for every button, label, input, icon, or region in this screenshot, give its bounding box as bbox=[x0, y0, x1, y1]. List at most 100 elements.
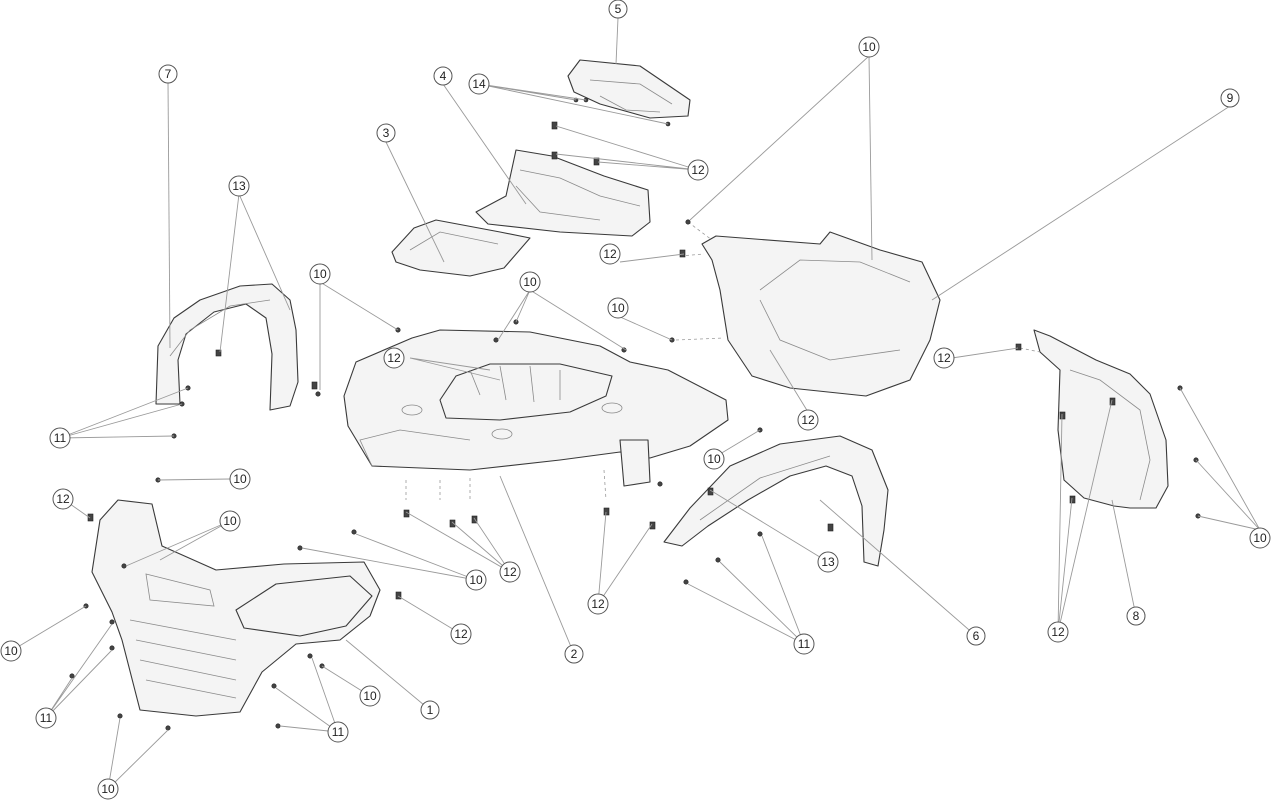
callout-circle bbox=[966, 626, 986, 646]
callout-number: 12 bbox=[591, 597, 605, 611]
part-5-top-cover bbox=[567, 59, 691, 119]
callout-14: 14 bbox=[468, 73, 490, 95]
callout-10: 10 bbox=[858, 36, 880, 58]
callout-number: 3 bbox=[383, 126, 390, 140]
callout-10: 10 bbox=[703, 448, 725, 470]
callout-number: 7 bbox=[165, 67, 172, 81]
callout-circle bbox=[383, 347, 405, 369]
callout-number: 12 bbox=[56, 492, 70, 506]
callout-10: 10 bbox=[309, 263, 331, 285]
callout-10: 10 bbox=[359, 685, 381, 707]
callout-number: 12 bbox=[801, 413, 815, 427]
callout-circle bbox=[468, 73, 490, 95]
callout-circle bbox=[858, 36, 880, 58]
callout-number: 10 bbox=[611, 301, 625, 315]
part-9-right-panel bbox=[701, 231, 941, 397]
callout-circle bbox=[1047, 621, 1069, 643]
callout-circle bbox=[359, 685, 381, 707]
callout-10: 10 bbox=[0, 640, 22, 662]
callout-circle bbox=[158, 64, 178, 84]
part-4-center-console bbox=[475, 149, 651, 237]
callout-12: 12 bbox=[1047, 621, 1069, 643]
callout-number: 8 bbox=[1133, 609, 1140, 623]
part-8-right-fender-liner bbox=[1033, 329, 1169, 509]
callout-circle bbox=[1126, 606, 1146, 626]
callout-number: 5 bbox=[615, 2, 622, 16]
callout-circle bbox=[564, 644, 584, 664]
leader-lines bbox=[10, 17, 1261, 790]
callout-circle bbox=[1249, 527, 1271, 549]
callout-circle bbox=[797, 409, 819, 431]
callout-number: 11 bbox=[40, 711, 53, 725]
part-3-panel bbox=[391, 219, 531, 277]
part-7-left-fender-liner bbox=[155, 283, 299, 411]
callout-circle bbox=[420, 700, 440, 720]
callout-8: 8 bbox=[1126, 606, 1146, 626]
callout-number: 12 bbox=[1051, 625, 1065, 639]
callout-number: 10 bbox=[101, 782, 115, 796]
callout-12: 12 bbox=[52, 488, 74, 510]
callout-12: 12 bbox=[383, 347, 405, 369]
callout-circle bbox=[376, 123, 396, 143]
callout-12: 12 bbox=[933, 347, 955, 369]
callout-circle bbox=[499, 561, 521, 583]
callout-number: 12 bbox=[691, 163, 705, 177]
callout-circle bbox=[465, 569, 487, 591]
callout-number: 12 bbox=[454, 627, 468, 641]
callout-4: 4 bbox=[433, 66, 453, 86]
part-6-rear-fender bbox=[663, 435, 889, 567]
callout-10: 10 bbox=[1249, 527, 1271, 549]
callout-circle bbox=[49, 427, 71, 449]
callout-circle bbox=[1220, 88, 1240, 108]
callout-number: 11 bbox=[332, 725, 345, 739]
callout-number: 11 bbox=[54, 431, 67, 445]
callout-number: 10 bbox=[223, 514, 237, 528]
callout-circle bbox=[219, 510, 241, 532]
callout-number: 12 bbox=[937, 351, 951, 365]
callout-10: 10 bbox=[519, 271, 541, 293]
callout-12: 12 bbox=[599, 243, 621, 265]
callout-10: 10 bbox=[219, 510, 241, 532]
callout-10: 10 bbox=[607, 297, 629, 319]
callout-1: 1 bbox=[420, 700, 440, 720]
callout-12: 12 bbox=[587, 593, 609, 615]
callout-number: 4 bbox=[440, 69, 447, 83]
callout-number: 10 bbox=[469, 573, 483, 587]
callout-circle bbox=[519, 271, 541, 293]
callout-circle bbox=[228, 175, 250, 197]
callout-number: 10 bbox=[707, 452, 721, 466]
callout-2: 2 bbox=[564, 644, 584, 664]
callout-number: 2 bbox=[571, 647, 578, 661]
callout-number: 14 bbox=[472, 77, 486, 91]
callout-circle bbox=[703, 448, 725, 470]
callout-number: 6 bbox=[973, 629, 980, 643]
callout-11: 11 bbox=[793, 633, 815, 655]
callout-circle bbox=[327, 721, 349, 743]
callout-circle bbox=[229, 468, 251, 490]
callout-number: 12 bbox=[387, 351, 401, 365]
callout-circle bbox=[607, 297, 629, 319]
callout-12: 12 bbox=[499, 561, 521, 583]
callout-number: 13 bbox=[821, 555, 835, 569]
callout-5: 5 bbox=[608, 0, 628, 19]
callout-circle bbox=[817, 551, 839, 573]
callout-number: 11 bbox=[798, 637, 811, 651]
callout-circle bbox=[0, 640, 22, 662]
callout-3: 3 bbox=[376, 123, 396, 143]
callout-11: 11 bbox=[327, 721, 349, 743]
callout-number: 1 bbox=[427, 703, 434, 717]
callout-circle bbox=[793, 633, 815, 655]
callout-10: 10 bbox=[97, 778, 119, 800]
callout-circle bbox=[52, 488, 74, 510]
callout-13: 13 bbox=[228, 175, 250, 197]
callout-number: 10 bbox=[313, 267, 327, 281]
callout-circle bbox=[433, 66, 453, 86]
callout-number: 13 bbox=[232, 179, 246, 193]
callout-circle bbox=[587, 593, 609, 615]
callout-12: 12 bbox=[687, 159, 709, 181]
callout-number: 10 bbox=[4, 644, 18, 658]
callout-number: 10 bbox=[233, 472, 247, 486]
callout-number: 10 bbox=[862, 40, 876, 54]
